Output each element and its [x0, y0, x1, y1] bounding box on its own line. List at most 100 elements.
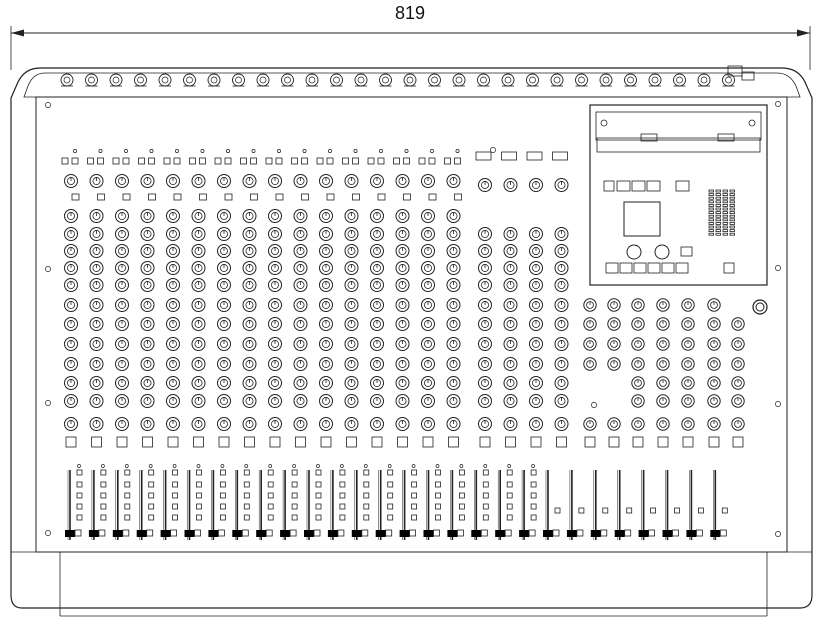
- rotary-knob-icon: [529, 261, 543, 275]
- aux-master-column: [707, 298, 721, 448]
- indicator-led: [455, 149, 460, 153]
- fader-switch: [482, 492, 489, 499]
- fader-knob: [543, 530, 553, 537]
- rotary-knob-icon: [370, 261, 384, 275]
- rotary-knob-icon: [344, 337, 359, 351]
- channel-fader: [710, 470, 728, 540]
- fader-switch: [267, 469, 274, 476]
- channel-fader: [399, 464, 418, 540]
- channel-fader: [88, 464, 107, 540]
- input-switch: [393, 157, 400, 165]
- indicator-led: [328, 149, 332, 153]
- rotary-knob-icon: [242, 317, 257, 331]
- rotary-knob-icon: [446, 417, 461, 431]
- meter-segment: [729, 221, 735, 225]
- rotary-knob-icon: [421, 417, 435, 431]
- stereo-input-switch: [526, 151, 543, 161]
- mono-channel-strip: [265, 149, 284, 448]
- pad-switch: [301, 193, 309, 201]
- rotary-knob-icon: [140, 261, 155, 275]
- rotary-knob-icon: [370, 244, 384, 258]
- fader-switch: [196, 514, 202, 521]
- meter-segment: [729, 200, 735, 204]
- rotary-knob-icon: [115, 357, 129, 371]
- fader-switch: [578, 507, 585, 514]
- indicator-led: [148, 464, 153, 468]
- meter-segment: [722, 189, 728, 193]
- rotary-knob-icon: [191, 337, 206, 351]
- panel-screw-icon: [775, 265, 781, 271]
- channel-fader: [590, 470, 609, 540]
- input-switch: [444, 157, 451, 165]
- fader-switch: [267, 492, 274, 499]
- rotary-knob-icon: [681, 376, 695, 390]
- rotary-knob-icon: [656, 417, 670, 431]
- fader-switch: [124, 492, 131, 499]
- rear-jack-icon: [354, 73, 368, 87]
- rotary-knob-icon: [166, 417, 180, 431]
- rotary-knob-icon: [656, 376, 670, 390]
- rotary-knob-icon: [503, 278, 518, 292]
- rotary-knob-icon: [64, 278, 78, 292]
- fader-switch: [315, 514, 322, 521]
- rotary-knob-icon: [166, 394, 180, 408]
- input-switch: [224, 157, 232, 165]
- fader-switch: [100, 481, 107, 488]
- fader-switch: [458, 469, 465, 476]
- fader-select: [217, 529, 225, 537]
- rotary-knob-icon: [166, 357, 180, 371]
- fader-switch: [243, 514, 250, 521]
- fader-switch: [506, 481, 513, 488]
- rotary-knob-icon: [191, 244, 206, 258]
- panel-screw-icon: [45, 530, 51, 536]
- rotary-knob-icon: [344, 298, 359, 312]
- rear-jack-icon: [722, 73, 735, 87]
- channel-fader: [136, 464, 155, 540]
- meter-segment: [722, 200, 728, 204]
- meter-segment: [715, 203, 721, 207]
- rotary-knob-icon: [421, 317, 435, 331]
- indicator-led: [302, 149, 307, 153]
- meter-segment: [729, 232, 735, 236]
- meter-segment: [715, 221, 721, 225]
- rotary-knob-icon: [681, 298, 695, 312]
- rotary-knob-icon: [293, 337, 308, 351]
- rotary-knob-icon: [89, 209, 104, 223]
- fader-switch: [291, 481, 298, 488]
- rotary-knob-icon: [115, 317, 129, 331]
- mute-button: [244, 436, 255, 448]
- meter-segment: [715, 232, 721, 236]
- fader-knob: [280, 530, 291, 537]
- rotary-knob-icon: [166, 376, 180, 390]
- input-switch: [240, 157, 247, 165]
- fader-switch: [435, 492, 441, 499]
- rotary-knob-icon: [395, 298, 410, 312]
- fader-select: [552, 529, 560, 537]
- meter-segment: [722, 207, 728, 211]
- rotary-knob-icon: [115, 244, 129, 258]
- rotary-knob-icon: [370, 174, 384, 188]
- indicator-led: [277, 149, 281, 153]
- meter-segment: [715, 196, 721, 200]
- mute-button: [218, 436, 230, 448]
- width-dimension-line: [10, 26, 811, 70]
- rotary-knob-icon: [268, 209, 282, 223]
- rotary-knob-icon: [140, 357, 155, 371]
- indicator-led: [430, 149, 434, 153]
- fader-bank: [65, 464, 728, 540]
- fader-switch: [506, 469, 513, 476]
- meter-segment: [715, 189, 721, 193]
- fader-knob: [423, 530, 434, 537]
- rotary-knob-icon: [140, 337, 155, 351]
- rotary-knob-icon: [217, 357, 231, 371]
- panel-screw-icon: [591, 402, 597, 408]
- rotary-knob-icon: [268, 278, 282, 292]
- rear-jack-icon: [281, 73, 294, 87]
- fader-switch: [100, 514, 107, 521]
- rotary-knob-icon: [217, 174, 231, 188]
- fader-switch: [339, 514, 346, 521]
- rotary-knob-icon: [191, 298, 206, 312]
- aux-master-column: [583, 298, 597, 448]
- rotary-knob-icon: [529, 178, 543, 192]
- pad-switch: [148, 193, 156, 201]
